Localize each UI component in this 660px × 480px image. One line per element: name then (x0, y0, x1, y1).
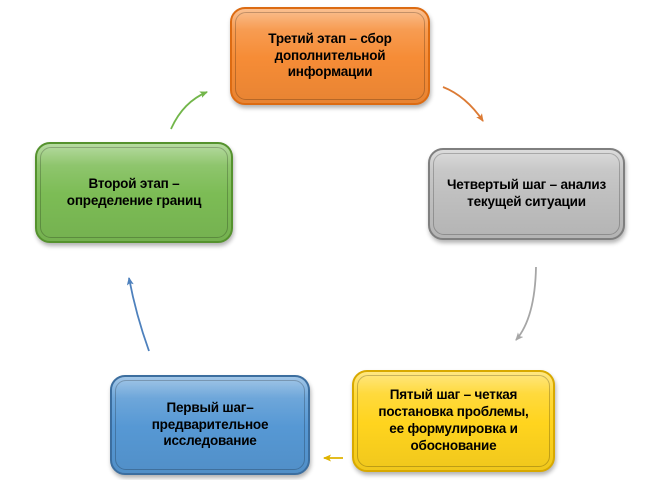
stage-4-box[interactable]: Четвертый шаг – анализ текущей ситуации (428, 148, 625, 240)
stage-1-label: Первый шаг– предварительное исследование (151, 399, 269, 449)
stage-4-label: Четвертый шаг – анализ текущей ситуации (446, 177, 607, 209)
arrow-step4-to-step5 (515, 266, 537, 341)
stage-5-box[interactable]: Пятый шаг – четкая постановка проблемы, … (352, 370, 555, 472)
stage-5-label: Пятый шаг – четкая постановка проблемы, … (378, 387, 529, 453)
stage-3-label: Третий этап – сбор дополнительной информ… (268, 30, 392, 80)
stage-2-box[interactable]: Второй этап – определение границ (35, 142, 233, 243)
stage-3-box[interactable]: Третий этап – сбор дополнительной информ… (230, 7, 430, 105)
arrow-step2-to-step3 (170, 91, 208, 130)
arrow-step3-to-step4 (442, 86, 484, 122)
stage-1-box[interactable]: Первый шаг– предварительное исследование (110, 375, 310, 475)
arrow-step1-to-step2 (126, 277, 150, 352)
stage-2-label: Второй этап – определение границ (66, 175, 202, 208)
